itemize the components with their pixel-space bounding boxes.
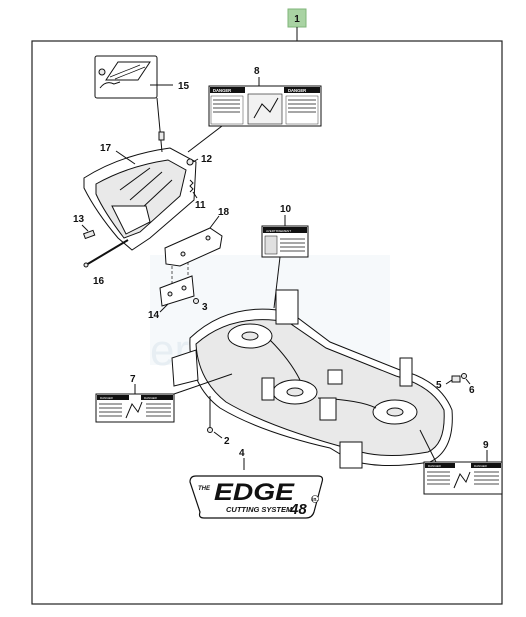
- leader-8: [187, 125, 223, 153]
- callout-11[interactable]: 11: [195, 200, 206, 211]
- part-7-danger-decal[interactable]: DANGER DANGER: [95, 393, 175, 423]
- svg-text:DANGER: DANGER: [144, 396, 158, 400]
- callout-15[interactable]: 15: [178, 81, 190, 92]
- part-13-bolt[interactable]: [82, 229, 96, 240]
- hand-icon: [99, 81, 121, 89]
- callout-3[interactable]: 3: [202, 302, 208, 313]
- part-2-bolt[interactable]: [207, 396, 213, 433]
- part-17-discharge-chute[interactable]: [83, 147, 197, 251]
- svg-text:DANGER: DANGER: [100, 396, 114, 400]
- callout-4[interactable]: 4: [239, 448, 245, 459]
- deck-wheel-bracket: [339, 441, 363, 469]
- callout-7[interactable]: 7: [130, 374, 136, 385]
- leader-7: [173, 373, 233, 395]
- logo-unit: in.: [312, 497, 318, 503]
- part-9-danger-decal[interactable]: DANGER DANGER: [423, 461, 503, 495]
- part-8-danger-decal[interactable]: DANGER DANGER: [208, 85, 322, 127]
- callout-6[interactable]: 6: [469, 385, 475, 396]
- logo-the: THE: [198, 486, 211, 492]
- deck-bracket-left: [261, 377, 275, 401]
- part-3-nut[interactable]: [193, 298, 199, 304]
- item-1-label: 1: [294, 14, 300, 25]
- deck-bracket-top: [275, 289, 299, 325]
- svg-text:DANGER: DANGER: [213, 88, 231, 93]
- callout-12[interactable]: 12: [201, 154, 213, 165]
- part-14-bracket[interactable]: [159, 275, 195, 307]
- svg-text:DANGER: DANGER: [428, 464, 442, 468]
- part-11-spring[interactable]: [189, 179, 194, 193]
- exclamation-icon: [98, 68, 106, 76]
- logo-edge: EDGE: [214, 479, 295, 506]
- part-10-avertissement-decal[interactable]: AVERTISSEMENT: [261, 225, 309, 258]
- callout-14[interactable]: 14: [148, 310, 160, 321]
- part-5-bolt[interactable]: [451, 375, 461, 383]
- deck-bracket-right: [399, 357, 413, 387]
- callout-9[interactable]: 9: [483, 440, 489, 451]
- rod: [156, 97, 163, 153]
- item-1-badge[interactable]: 1: [287, 8, 307, 28]
- part-15-instruction-card[interactable]: [94, 55, 158, 99]
- callout-8[interactable]: 8: [254, 66, 260, 77]
- svg-text:AVERTISSEMENT: AVERTISSEMENT: [266, 229, 291, 233]
- callout-17[interactable]: 17: [100, 143, 112, 154]
- callout-10[interactable]: 10: [280, 204, 292, 215]
- logo-size: 48: [289, 501, 307, 518]
- callout-18[interactable]: 18: [218, 207, 230, 218]
- danger-pictogram: [253, 97, 279, 119]
- danger-pictogram: [125, 401, 143, 419]
- callout-2[interactable]: 2: [224, 436, 230, 447]
- part-12-pin[interactable]: [186, 158, 199, 166]
- callout-16[interactable]: 16: [93, 276, 105, 287]
- deck-front-bracket: [171, 349, 199, 387]
- callout-5[interactable]: 5: [436, 380, 442, 391]
- callout-13[interactable]: 13: [73, 214, 85, 225]
- part-6-nut[interactable]: [461, 373, 467, 379]
- diagram-frame: [31, 40, 503, 605]
- svg-text:DANGER: DANGER: [474, 464, 488, 468]
- svg-text:DANGER: DANGER: [288, 88, 306, 93]
- leader-9: [419, 429, 437, 463]
- leader-10: [273, 256, 281, 309]
- danger-pictogram: [453, 471, 471, 489]
- part-16-rod[interactable]: [83, 239, 129, 268]
- logo-subtitle: CUTTING SYSTEM: [226, 505, 293, 514]
- part-4-edge-logo-decal[interactable]: THE EDGE CUTTING SYSTEM 48 in.: [189, 475, 324, 519]
